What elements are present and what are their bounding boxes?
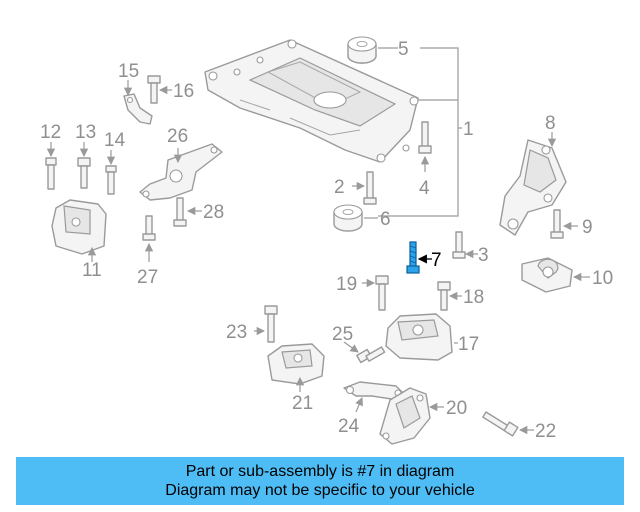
bolt-part-14: [105, 165, 117, 195]
mount-part-10: [521, 257, 573, 293]
bolt-part-2: [363, 171, 377, 205]
callout-17: 17: [458, 334, 479, 355]
callout-22: 22: [535, 421, 556, 442]
mount-part-17: [385, 313, 453, 361]
bracket-part-20: [379, 387, 431, 445]
subframe-part: [204, 39, 419, 163]
callout-19: 19: [336, 274, 357, 295]
callout-23: 23: [226, 322, 247, 343]
bushing-part-6: [333, 204, 363, 232]
callout-25: 25: [332, 324, 353, 345]
callout-2: 2: [334, 177, 345, 198]
callout-4: 4: [419, 178, 430, 199]
callout-10: 10: [592, 268, 613, 289]
callout-1: 1: [463, 119, 474, 140]
callout-8: 8: [545, 113, 556, 134]
callout-27: 27: [137, 267, 158, 288]
callout-13: 13: [75, 122, 96, 143]
callout-9: 9: [582, 217, 593, 238]
mount-part-21: [267, 343, 325, 385]
mount-part-11: [51, 199, 107, 255]
bolt-part-12: [45, 157, 57, 190]
bolt-part-25: [356, 346, 386, 364]
callout-3: 3: [478, 245, 489, 266]
banner-line-2: Diagram may not be specific to your vehi…: [165, 482, 475, 499]
callout-7: 7: [431, 250, 442, 271]
callout-16: 16: [173, 81, 194, 102]
bolt-part-22: [482, 411, 519, 437]
callout-12: 12: [40, 122, 61, 143]
info-banner: Part or sub-assembly is #7 in diagram Di…: [16, 457, 624, 505]
bolt-part-3: [452, 231, 466, 259]
callout-24: 24: [338, 416, 360, 437]
bracket-part-15: [123, 93, 153, 125]
callout-28: 28: [203, 202, 224, 223]
callout-26: 26: [167, 126, 188, 147]
callout-20: 20: [446, 398, 467, 419]
callout-15: 15: [118, 61, 139, 82]
bracket-part-8: [499, 139, 567, 236]
parts-diagram: 1 5 6 2 4 8 9: [40, 36, 613, 445]
callout-14: 14: [104, 130, 126, 151]
callout-21: 21: [292, 393, 313, 414]
bolt-part-7-highlighted: [406, 241, 420, 274]
bracket-part-26: [139, 143, 223, 201]
callout-6: 6: [380, 209, 391, 230]
bolt-part-18: [437, 281, 451, 311]
callout-11: 11: [82, 260, 102, 281]
bolt-part-28: [173, 197, 187, 227]
bushing-part-5: [347, 36, 377, 64]
bolt-part-19: [375, 275, 389, 311]
banner-line-1: Part or sub-assembly is #7 in diagram: [185, 463, 455, 480]
bolt-part-16: [147, 75, 161, 104]
callout-18: 18: [463, 287, 484, 308]
bolt-part-4: [418, 121, 432, 154]
bolt-part-27: [142, 215, 156, 241]
bolt-part-13: [77, 157, 91, 189]
callout-5: 5: [398, 39, 409, 60]
bolt-part-9: [550, 209, 564, 239]
bolt-part-23: [264, 305, 278, 343]
